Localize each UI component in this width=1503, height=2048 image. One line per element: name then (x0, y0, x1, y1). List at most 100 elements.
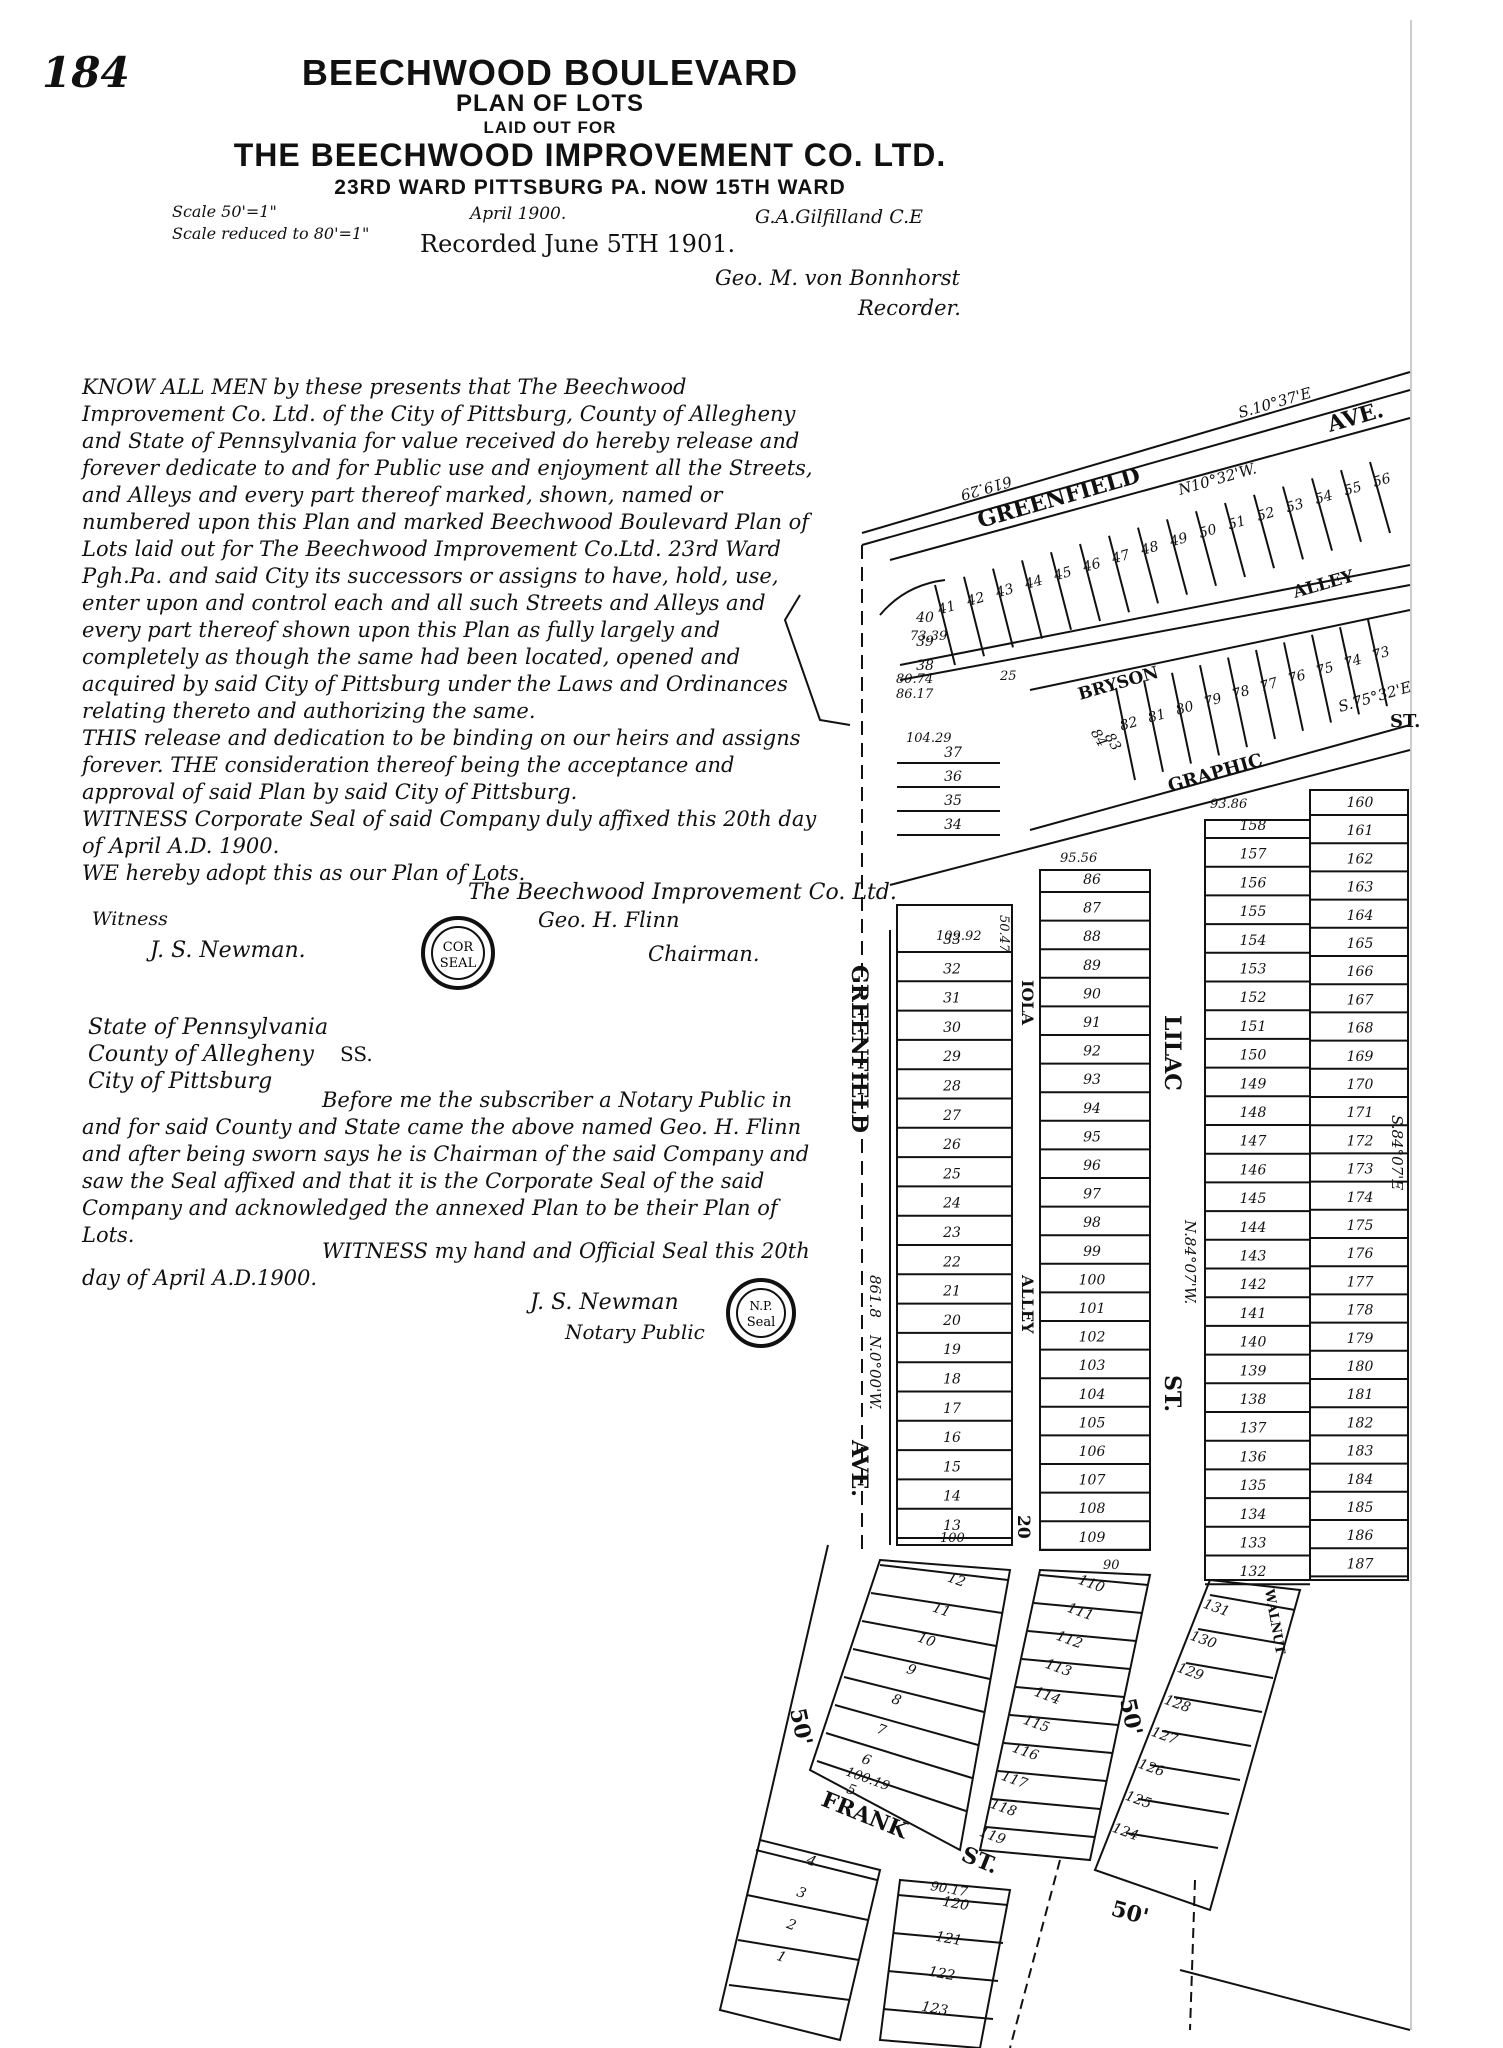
street-walnut: WALNUT (1261, 1587, 1287, 1656)
recorder-name: Geo. M. von Bonnhorst (715, 266, 960, 290)
lot-number: 162 (1347, 851, 1374, 867)
lot-number: 156 (1240, 875, 1267, 891)
notary-city: City of Pittsburg (88, 1069, 273, 1094)
binding-text: THIS release and dedication to be bindin… (82, 726, 801, 804)
block-lilac-right (1309, 789, 1409, 1581)
lot-number: 143 (1240, 1249, 1267, 1265)
lot-number: 169 (1347, 1049, 1374, 1065)
lot-number: 52 (1255, 504, 1277, 524)
length-side: 861.8 (866, 1275, 884, 1318)
lot-number: 84 (1087, 726, 1110, 749)
alley-line-1 (899, 564, 1411, 666)
lot-number: 163 (1347, 880, 1374, 896)
lot-number: 140 (1240, 1335, 1267, 1351)
lot-line (1255, 649, 1276, 740)
lot-number: 77 (1258, 675, 1280, 695)
lot-number: 54 (1313, 488, 1335, 508)
notary-state: State of Pennsylvania (88, 1015, 329, 1040)
street-iola: IOLA (1018, 980, 1037, 1026)
lot-line (963, 576, 985, 657)
witness-label: Witness (92, 908, 168, 930)
lot-number: 47 (1109, 547, 1132, 568)
np-seal-line-2: Seal (747, 1315, 776, 1330)
lot-line (1340, 469, 1362, 543)
lot-number: 14 (943, 1489, 961, 1505)
lot-number: 128 (1162, 1692, 1193, 1716)
engineer: G.A.Gilfilland C.E (755, 206, 923, 228)
plan-title: BEECHWOOD BOULEVARD (301, 52, 799, 93)
lot-number: 38 (916, 658, 934, 674)
lot-number: 103 (1079, 1358, 1106, 1374)
lot-number: 3 (794, 1884, 808, 1902)
dim-109-92: 109.92 (936, 929, 982, 944)
top-row-lot-lines (934, 461, 1391, 666)
lot-number: 27 (942, 1108, 961, 1124)
lot-number: 18 (943, 1372, 961, 1388)
street-graphic: GRAPHIC (1166, 750, 1266, 797)
street-iola-alley: ALLEY (1018, 1274, 1037, 1334)
laid-out-for: LAID OUT FOR (483, 118, 617, 137)
dim-93-86: 93.86 (1210, 797, 1247, 812)
lot-number: 170 (1347, 1077, 1374, 1093)
lot-line (1311, 634, 1332, 723)
lot-number: 29 (942, 1049, 961, 1065)
greenfield-bottom-edge (861, 389, 1411, 546)
lot-line (1171, 672, 1192, 764)
lot-line (1125, 1832, 1219, 1849)
lot-number: 28 (942, 1079, 961, 1095)
lot-number: 21 (942, 1284, 961, 1300)
lot-line (892, 1932, 1004, 1944)
street-graphic-st: ST. (1390, 711, 1420, 732)
ward-line: 23RD WARD PITTSBURG PA. NOW 15TH WARD (334, 176, 846, 199)
corner-curve (879, 579, 946, 616)
dashed-line (1009, 1859, 1061, 2048)
lot-number: 49 (1167, 530, 1190, 551)
graphic-line-2 (889, 749, 1411, 886)
lot-line (852, 1648, 991, 1680)
lower-street-line (1179, 1969, 1411, 2031)
release-text: KNOW ALL MEN by these presents that The … (82, 375, 813, 723)
lot-number: 115 (1021, 1712, 1052, 1736)
lot-number: 46 (1080, 555, 1103, 576)
lot-number: 78 (1230, 683, 1252, 703)
lot-number: 111 (1065, 1600, 1096, 1624)
lot-number: 37 (944, 745, 962, 761)
signer-name: Geo. H. Flinn (538, 908, 680, 932)
lot-number: 141 (1240, 1306, 1267, 1322)
lot-number: 173 (1347, 1162, 1374, 1178)
lot-number: 83 (1101, 730, 1124, 754)
lot-line (728, 1984, 851, 2001)
width-50-a: 50' (784, 1706, 817, 1748)
lot-number: 53 (1284, 496, 1306, 516)
width-50-b: 50' (1114, 1696, 1147, 1738)
lot-number: 75 (1314, 659, 1336, 679)
lot-number: 157 (1240, 847, 1267, 863)
lot-number: 7 (874, 1721, 888, 1739)
lot-line (1283, 642, 1304, 732)
lot-number: 177 (1347, 1274, 1374, 1290)
lot-number: 133 (1240, 1536, 1267, 1552)
lot-number: 184 (1347, 1472, 1374, 1488)
lot-number: 122 (927, 1964, 956, 1984)
lot-number: 172 (1347, 1133, 1374, 1149)
lot-number: 121 (934, 1929, 963, 1949)
lot-number: 129 (1175, 1660, 1206, 1684)
lot-number: 102 (1079, 1330, 1106, 1346)
lot-number: 1 (774, 1948, 788, 1966)
lot-number: 125 (1123, 1788, 1154, 1812)
lot-line (1115, 687, 1136, 781)
lot-line (746, 1894, 869, 1921)
lot-line (1199, 664, 1220, 756)
lot-number: 97 (1083, 1187, 1101, 1203)
lot-number: 45 (1051, 564, 1074, 585)
lot-number: 79 (1202, 691, 1224, 711)
dim-100: 100 (940, 1531, 965, 1546)
lot-number: 73 (1370, 644, 1392, 664)
lot-line (1039, 1574, 1149, 1586)
lot-number: 51 (1226, 513, 1248, 533)
lot-line (1021, 560, 1043, 639)
lot-number: 137 (1240, 1421, 1267, 1437)
lot-line (1021, 1658, 1131, 1670)
lot-line (1185, 1662, 1274, 1679)
